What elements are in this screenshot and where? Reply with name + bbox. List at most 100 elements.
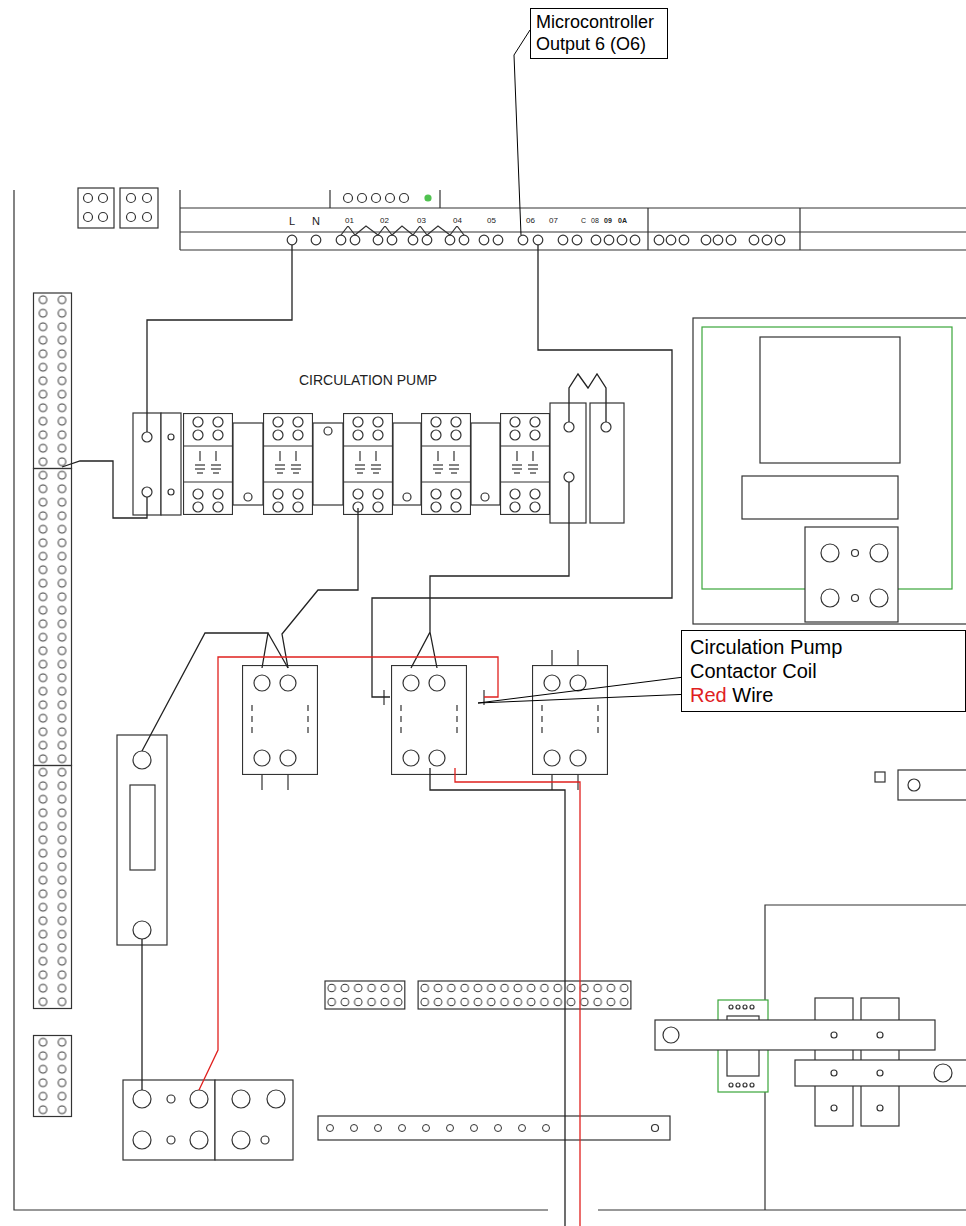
- contactor-row: [243, 650, 608, 790]
- terminal-label: 0A: [617, 217, 628, 225]
- enclosure-edge: [765, 905, 966, 1210]
- fuse: [130, 785, 155, 870]
- terminal-tick: [262, 650, 578, 790]
- callout-box: Microcontroller Output 6 (O6): [530, 8, 668, 59]
- black-wire: [62, 245, 672, 1226]
- fuse-holder: [117, 735, 293, 1160]
- terminal-label: 05: [486, 217, 497, 226]
- callout-box: Circulation Pump Contactor CoilRedWire: [681, 630, 966, 712]
- terminal-label: 08: [590, 217, 600, 225]
- panel-outline: [14, 190, 966, 1210]
- spacer-block: [471, 423, 500, 505]
- spacer-block: [233, 423, 263, 505]
- contactor: [392, 666, 467, 775]
- terminal: [232, 1131, 250, 1149]
- terminal: [287, 235, 297, 245]
- terminal-strip: [325, 981, 405, 1009]
- terminal: [831, 1105, 837, 1111]
- terminal: [244, 493, 252, 501]
- terminal: [601, 422, 611, 432]
- callout-text: Microcontroller Output 6 (O6): [536, 12, 662, 55]
- panel-frame: [14, 190, 966, 1210]
- pin: [729, 1083, 733, 1087]
- terminal: [831, 1070, 837, 1076]
- terminal-strip: [318, 981, 670, 1140]
- terminal: [190, 1131, 208, 1149]
- black-wire: [62, 461, 147, 518]
- terminal: [84, 213, 93, 222]
- status-led: [425, 195, 431, 201]
- terminal: [311, 235, 321, 245]
- microcontroller: [78, 188, 966, 250]
- circuit-breaker: [421, 414, 471, 515]
- terminal: [267, 1090, 285, 1108]
- terminal-strip: [34, 469, 72, 766]
- terminal-label: 04: [452, 217, 463, 226]
- terminal: [400, 194, 409, 203]
- fuse-holder: [117, 735, 167, 945]
- leader-line: [514, 30, 530, 55]
- terminal: [99, 194, 108, 203]
- breaker-row: [133, 403, 624, 523]
- terminal-block: [161, 413, 181, 515]
- terminal: [168, 489, 174, 495]
- socket: [870, 544, 888, 562]
- terminal: [133, 1131, 151, 1149]
- terminal: [726, 235, 736, 245]
- pin: [736, 1083, 740, 1087]
- terminal: [459, 235, 469, 245]
- terminal: [344, 194, 353, 203]
- leader-line: [478, 30, 692, 703]
- terminal-strip: [318, 1116, 558, 1140]
- terminal-label: 06: [525, 217, 536, 226]
- callout-text: Red: [690, 683, 727, 707]
- terminal-strip: [34, 1036, 72, 1117]
- terminal-block: [215, 1080, 293, 1160]
- spacer-block: [393, 423, 421, 505]
- terminal: [358, 194, 367, 203]
- terminal-label: N: [311, 215, 321, 227]
- terminal: [934, 1064, 952, 1082]
- black-wire: [147, 245, 292, 432]
- terminal: [654, 235, 664, 245]
- terminal: [372, 194, 381, 203]
- terminal: [591, 235, 601, 245]
- terminal: [403, 493, 411, 501]
- terminal: [493, 235, 503, 245]
- black-wire: [141, 939, 142, 1090]
- terminal: [127, 213, 136, 222]
- terminal-strip: [34, 766, 72, 1009]
- red-wire: [199, 657, 498, 1090]
- pin: [729, 1005, 733, 1009]
- terminal: [167, 1136, 175, 1144]
- terminal: [713, 235, 723, 245]
- jumper-wire: [341, 226, 464, 235]
- terminal-block: [120, 188, 158, 228]
- display-screen: [760, 337, 900, 463]
- terminal: [232, 1090, 250, 1108]
- circuit-breaker: [263, 414, 313, 515]
- socket: [852, 595, 859, 602]
- terminal: [261, 1136, 269, 1144]
- terminal: [652, 1125, 659, 1132]
- terminal: [663, 1027, 679, 1043]
- socket-block: [805, 527, 898, 622]
- terminal: [422, 235, 432, 245]
- terminal: [142, 432, 152, 442]
- terminal: [564, 472, 574, 482]
- circuit-breaker: [343, 414, 393, 515]
- black-wire: [142, 633, 288, 751]
- pin: [743, 1083, 747, 1087]
- terminal: [533, 235, 543, 245]
- terminal: [679, 235, 689, 245]
- controller-housing: [180, 190, 966, 250]
- terminal: [143, 213, 152, 222]
- leader-line: [478, 676, 692, 703]
- section-label: CIRCULATION PUMP: [298, 373, 438, 388]
- terminal: [617, 235, 627, 245]
- terminal: [133, 921, 151, 939]
- operator-panel: [693, 318, 966, 624]
- terminal-label: C: [580, 217, 587, 225]
